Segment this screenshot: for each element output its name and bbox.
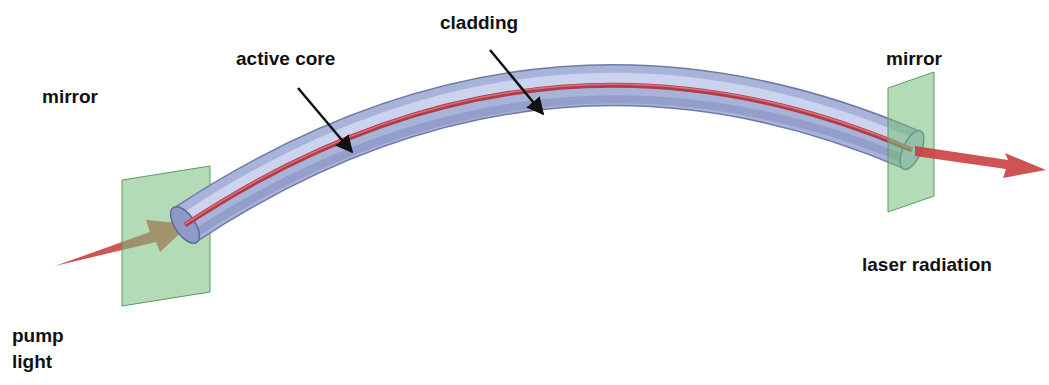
part-label: mirror	[42, 84, 98, 110]
part-label: mirror	[886, 46, 942, 72]
active-core-shine	[185, 84, 912, 224]
right-mirror	[888, 72, 934, 212]
part-label: laser radiation	[862, 252, 992, 278]
leader-line	[490, 50, 543, 114]
leader-line	[298, 88, 352, 152]
active-core	[185, 85, 912, 225]
left-mirror	[122, 166, 210, 306]
cladding-shadow	[188, 99, 912, 238]
part-label: pump light	[12, 323, 82, 374]
laser-output-arrow	[915, 146, 1046, 178]
part-label: cladding	[440, 10, 518, 36]
part-label: active core	[236, 46, 335, 72]
